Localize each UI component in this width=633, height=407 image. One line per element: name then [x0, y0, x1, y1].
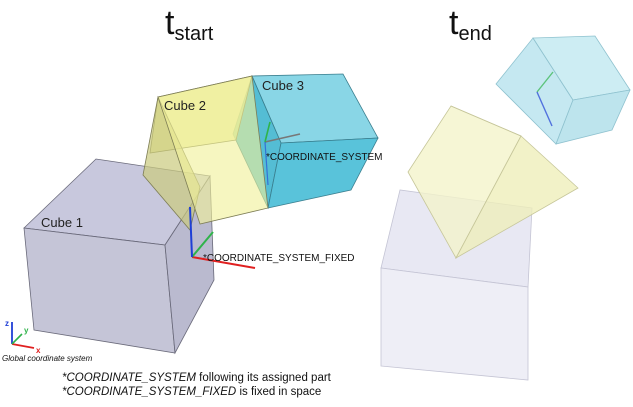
fixed-cs-y-axis — [191, 231, 214, 258]
cube-3-side-face — [267, 137, 379, 209]
note-1-text: following its assigned part — [195, 372, 331, 384]
note-2-keyword: *COORDINATE_SYSTEM_FIXED — [62, 386, 237, 398]
global-coordinate-system: z y x Global coordinate system — [2, 319, 93, 363]
moving-cs-label: *COORDINATE_SYSTEM — [266, 152, 383, 163]
end-cs-z-axis — [536, 91, 553, 127]
cube-3-end — [495, 35, 631, 145]
cube-2-end-edge — [450, 105, 522, 137]
fixed-cs-label: *COORDINATE_SYSTEM_FIXED — [203, 253, 355, 264]
cube-2-end-front-face — [454, 135, 579, 260]
global-y-letter: y — [24, 326, 29, 335]
note-line-1: *COORDINATE_SYSTEM following its assigne… — [62, 371, 331, 385]
cube-1-label: Cube 1 — [41, 215, 83, 230]
cube-3-label: Cube 3 — [262, 78, 304, 93]
start-panel: tstart Cube 1 Cube 3 Cube 2 *COOR — [23, 4, 383, 355]
global-cs-label: Global coordinate system — [2, 354, 93, 363]
moving-cs-y-axis — [264, 121, 271, 143]
note-line-2: *COORDINATE_SYSTEM_FIXED is fixed in spa… — [62, 385, 331, 399]
global-y-axis — [11, 333, 23, 345]
moving-cs-x-axis — [264, 133, 301, 143]
end-panel: tend — [380, 4, 631, 381]
cube-1-front-face — [23, 227, 176, 354]
moving-cs-z-axis — [264, 141, 269, 186]
global-z-letter: z — [5, 319, 9, 328]
cube-2-end — [407, 105, 579, 260]
coordinate-system-fixed: *COORDINATE_SYSTEM_FIXED — [189, 206, 355, 269]
end-cs-y-axis — [536, 71, 554, 93]
fixed-cs-z-axis — [189, 206, 193, 258]
note-2-text: is fixed in space — [236, 386, 322, 398]
global-x-axis — [11, 343, 35, 349]
fixed-cs-x-axis — [191, 256, 256, 269]
coordinate-system-moving: *COORDINATE_SYSTEM — [264, 121, 383, 186]
cube-2: Cube 2 — [142, 75, 269, 231]
note-1-keyword: *COORDINATE_SYSTEM — [62, 372, 196, 384]
cube-2-front-face — [157, 75, 269, 225]
cube-1-end-front-face — [380, 267, 529, 381]
cube-2-label: Cube 2 — [164, 98, 206, 113]
start-title: tstart — [165, 4, 214, 45]
global-x-letter: x — [36, 346, 41, 355]
notes: *COORDINATE_SYSTEM following its assigne… — [62, 371, 331, 399]
cube-3-end-front-face — [555, 89, 631, 145]
end-title: tend — [449, 4, 492, 45]
